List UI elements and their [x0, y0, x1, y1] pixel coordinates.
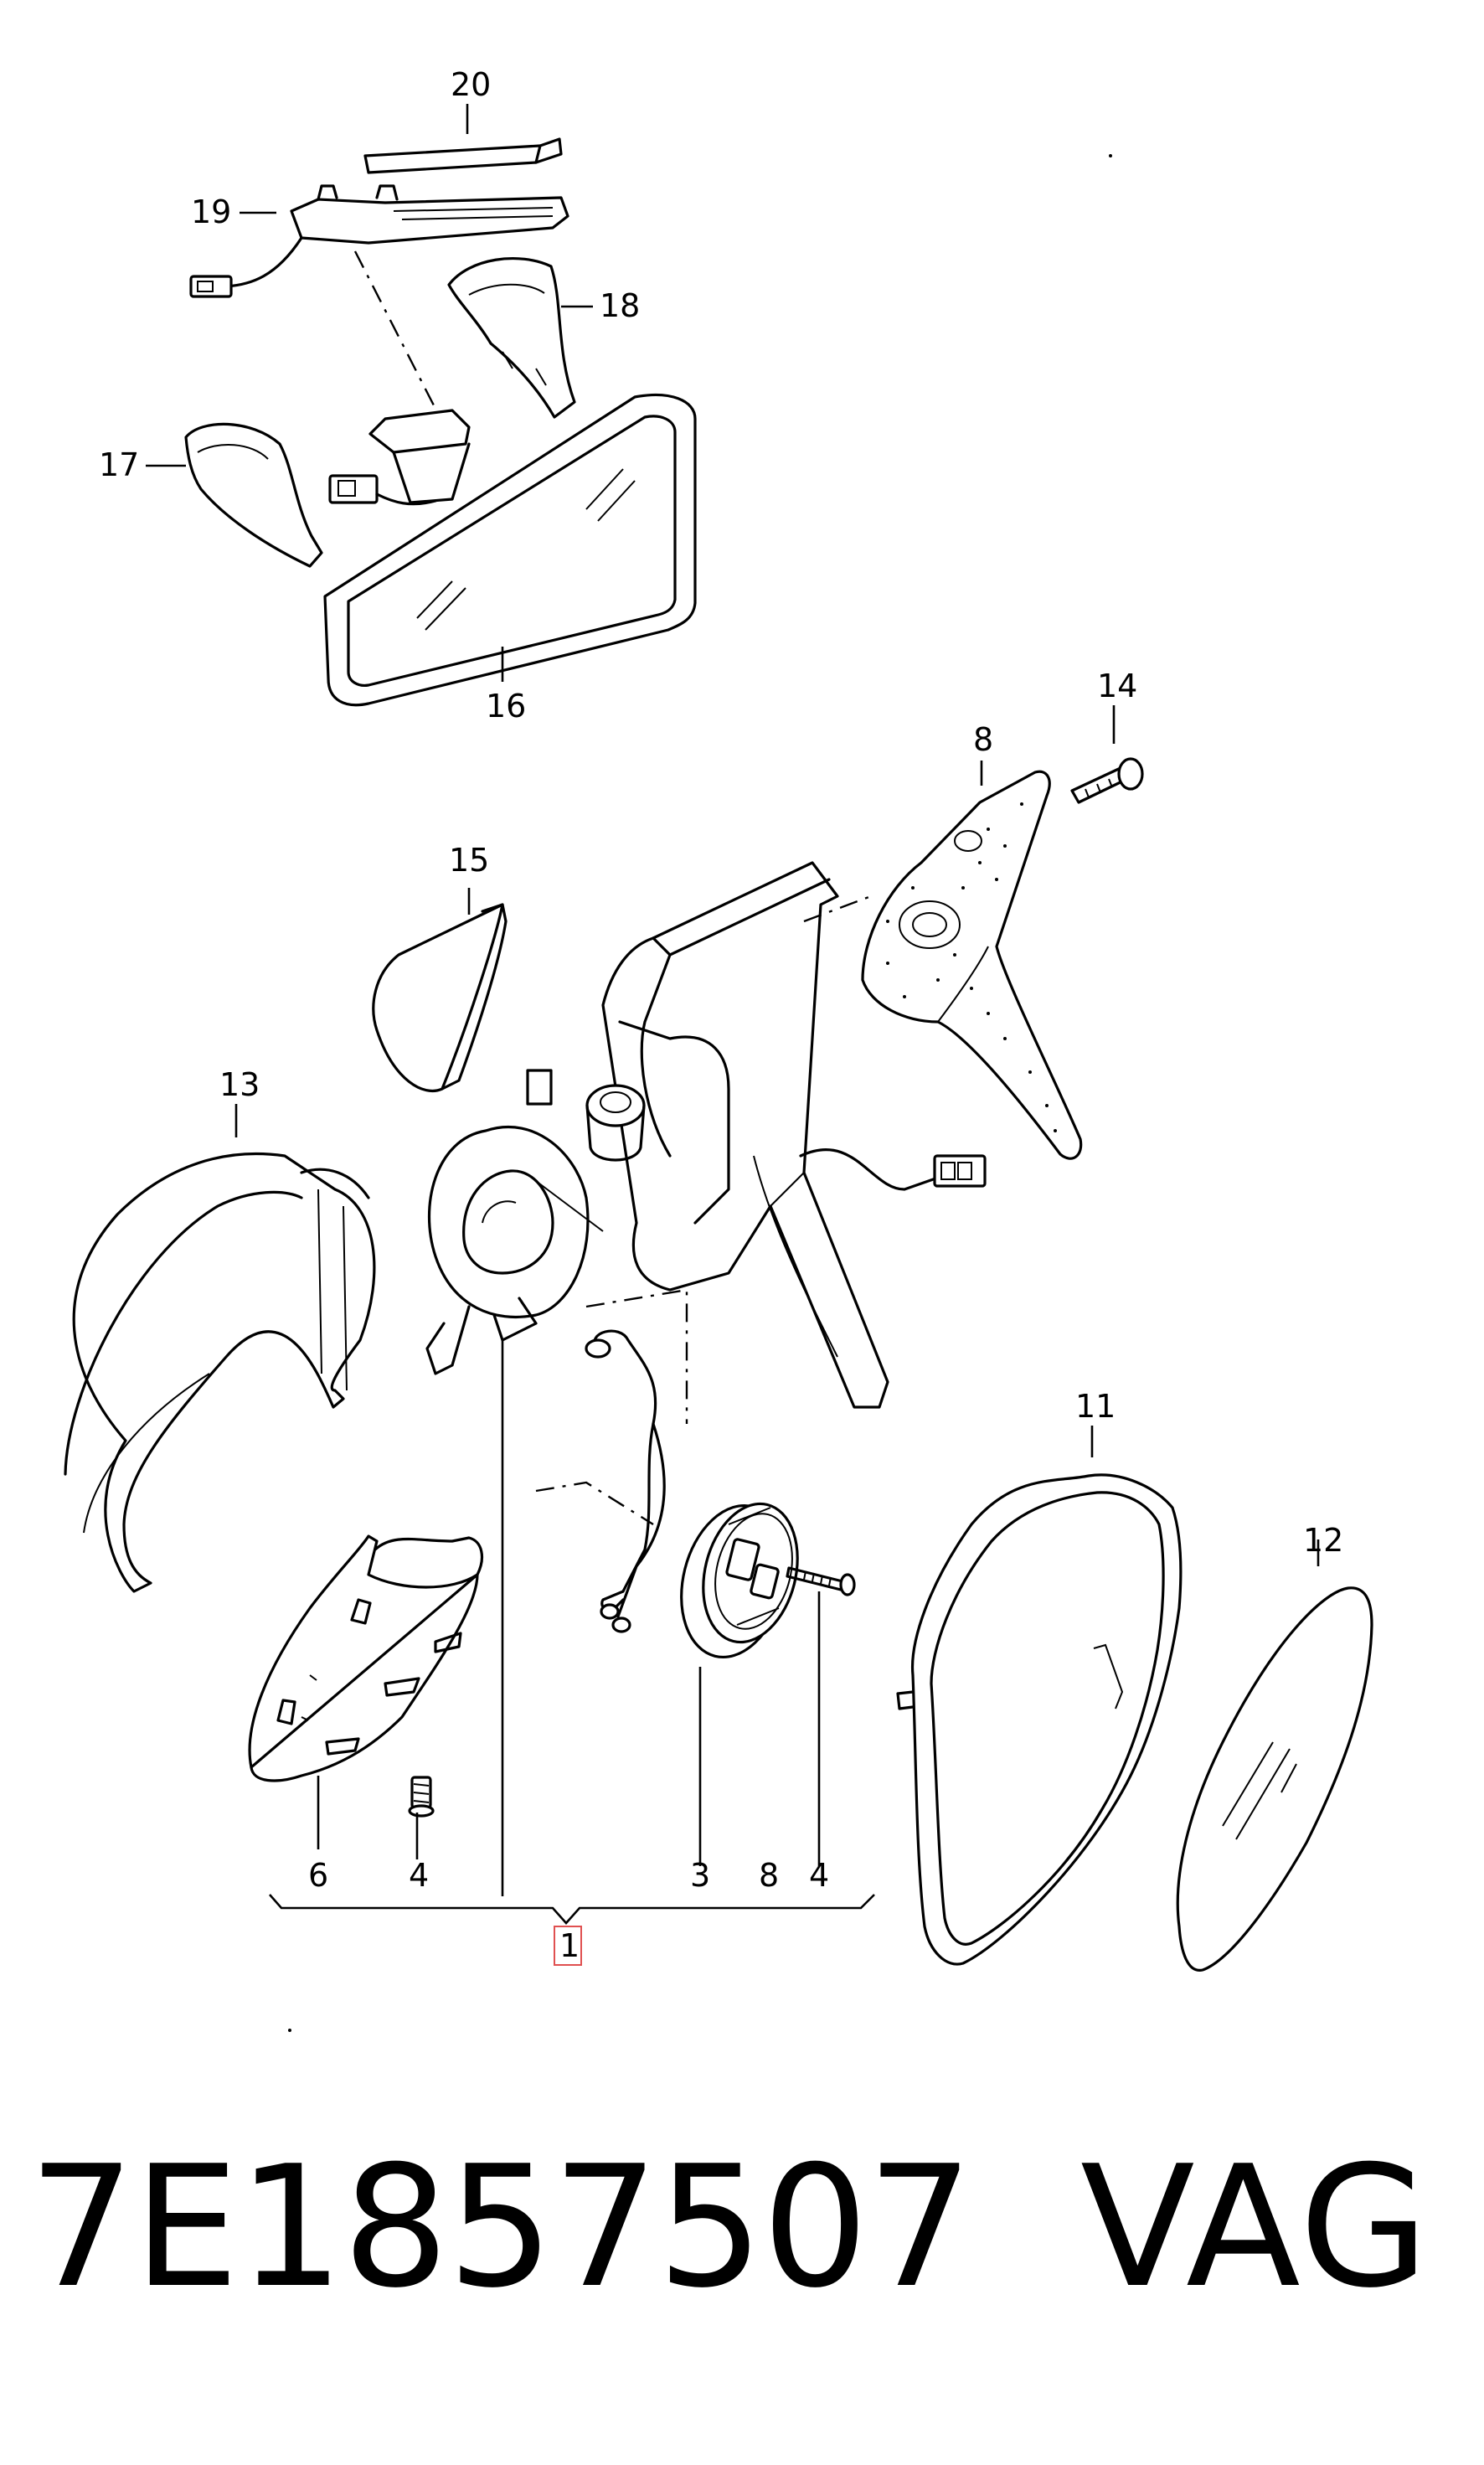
part-13-mirror-housing [64, 1153, 376, 1593]
callout-1-highlight-box [554, 1926, 582, 1966]
callout-19: 19 [191, 193, 231, 230]
callout-8-top: 8 [973, 721, 993, 758]
part-4-screw-left [408, 1776, 435, 1818]
base-harness-connector [799, 1148, 987, 1191]
callout-labels: 20 19 18 17 16 15 14 8 13 11 12 6 4 3 8 … [99, 66, 1343, 1966]
part-19-mirror-mount [189, 184, 569, 298]
callout-4-left: 4 [409, 1857, 429, 1894]
brand-name: VAG [1080, 2130, 1431, 2325]
gasket-texture-dots [886, 802, 1057, 1132]
leader-lines [146, 104, 1320, 1925]
callout-12: 12 [1303, 1522, 1343, 1559]
callout-17: 17 [99, 446, 139, 483]
callout-8-bottom: 8 [759, 1857, 779, 1894]
part-3-adjustment-motor [585, 1329, 799, 1659]
part-20-cover-strip [363, 137, 563, 174]
callout-13: 13 [219, 1066, 260, 1103]
part-8-gasket-plate [861, 770, 1083, 1160]
part-12-mirror-glass [1176, 1586, 1373, 1972]
callout-15: 15 [449, 842, 489, 879]
assembly-axis-base [803, 895, 872, 923]
callout-16: 16 [486, 688, 526, 725]
part-18-housing-cover [447, 256, 576, 419]
mirror-base-housing [585, 861, 889, 1409]
mirror-mount-connector [328, 409, 471, 506]
part-number: 7E1857507 [28, 2130, 973, 2325]
callout-6: 6 [308, 1857, 328, 1894]
exploded-parts-diagram: 20 19 18 17 16 15 14 8 13 11 12 6 4 3 8 … [64, 66, 1373, 2032]
part-17-housing-cover [184, 422, 323, 568]
callout-14: 14 [1097, 668, 1137, 704]
callout-3: 3 [690, 1857, 710, 1894]
part-14-bolt [1070, 757, 1144, 804]
part-6-lower-cover [248, 1534, 484, 1782]
part-11-mirror-frame [896, 1473, 1183, 1966]
part-15-cap [372, 903, 508, 1093]
callout-1: 1 [559, 1927, 580, 1964]
callout-18: 18 [600, 287, 640, 324]
part-16-rearview-mirror [323, 393, 697, 707]
callout-11: 11 [1075, 1388, 1116, 1425]
part-4-screw-right [786, 1566, 856, 1596]
callout-4-right: 4 [809, 1857, 829, 1894]
assembly-axis-upper [353, 250, 437, 410]
callout-20: 20 [451, 66, 491, 103]
mirror-adjuster-bracket [425, 1069, 604, 1375]
assembly-axis-motor-lower [535, 1481, 654, 1526]
